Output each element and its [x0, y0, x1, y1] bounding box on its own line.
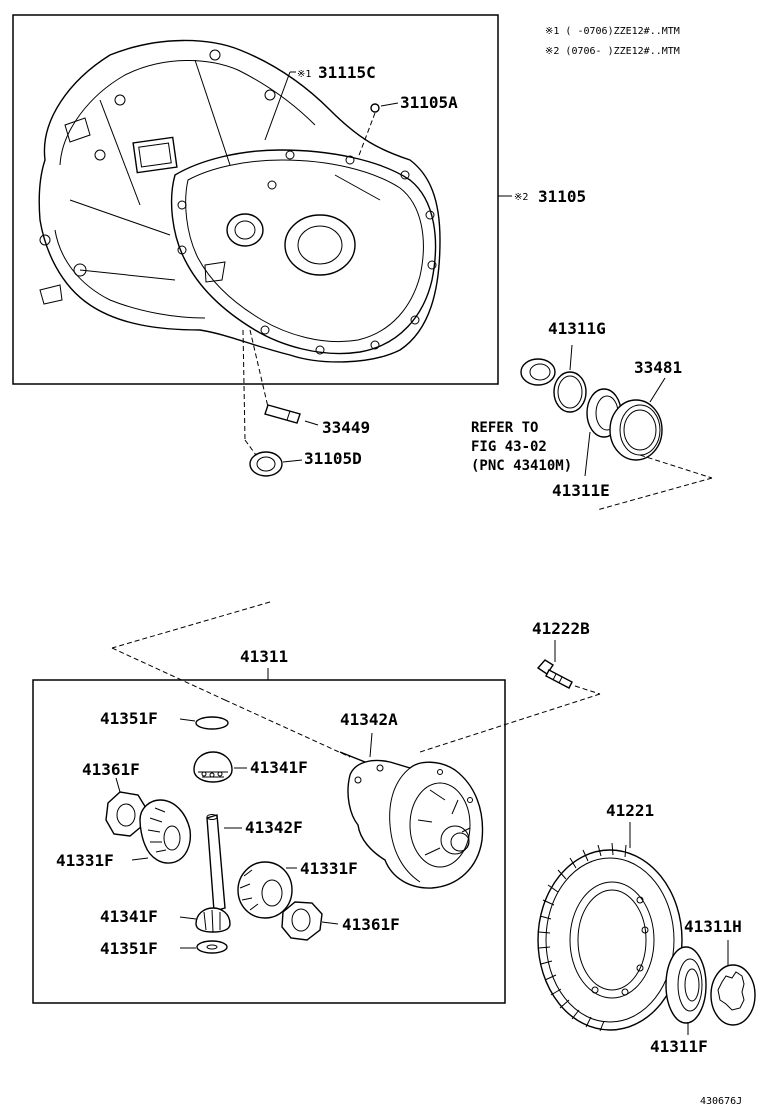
illustration-id: 430676J [700, 1096, 742, 1107]
label-41311: 41311 [240, 647, 288, 666]
seal-31105D [249, 451, 283, 477]
bearing-33481 [609, 399, 663, 461]
reference-line-3: (PNC 43410M) [471, 458, 572, 474]
label-41342F: 41342F [245, 818, 303, 837]
plate-41311F [710, 964, 756, 1026]
label-41351F-top: 41351F [100, 709, 158, 728]
ring-gear-41221 [537, 842, 683, 1032]
washer-41351F-top [195, 716, 229, 730]
label-41311H: 41311H [684, 917, 742, 936]
thrust-washer-41361F-right [281, 901, 323, 941]
label-41361F-right: 41361F [342, 915, 400, 934]
transaxle-case-illustration [38, 39, 441, 363]
mark-31115C: ※1 [297, 69, 311, 80]
plug-31105A [370, 103, 380, 113]
note-1: ※1 ( -0706)ZZE12#..MTM [545, 26, 680, 37]
shim-41311G [553, 371, 587, 413]
differential-frame [32, 679, 506, 1004]
label-31115C: 31115C [318, 63, 376, 82]
pinion-gear-41341F-top [193, 751, 233, 783]
label-41341F-top: 41341F [250, 758, 308, 777]
oil-seal [520, 358, 556, 386]
label-33449: 33449 [322, 418, 370, 437]
label-41311F: 41311F [650, 1037, 708, 1056]
label-31105D: 31105D [304, 449, 362, 468]
bearing-41311H [665, 946, 707, 1024]
label-31105: 31105 [538, 187, 586, 206]
label-41351F-bottom: 41351F [100, 939, 158, 958]
label-31105A: 31105A [400, 93, 458, 112]
label-41221: 41221 [606, 801, 654, 820]
label-41331F-left: 41331F [56, 851, 114, 870]
pinion-shaft-41342F [206, 814, 226, 912]
differential-case [347, 759, 484, 889]
pinion-gear-41341F-bottom [195, 907, 231, 933]
pin-33449 [264, 404, 301, 424]
label-41311E: 41311E [552, 481, 610, 500]
label-41342A: 41342A [340, 710, 398, 729]
label-41222B: 41222B [532, 619, 590, 638]
label-33481: 33481 [634, 358, 682, 377]
reference-line-1: REFER TO [471, 420, 538, 436]
transaxle-case-frame [12, 14, 499, 385]
reference-line-2: FIG 43-02 [471, 439, 547, 455]
note-2: ※2 (0706- )ZZE12#..MTM [545, 46, 680, 57]
label-41311G: 41311G [548, 319, 606, 338]
mark-31105: ※2 [514, 192, 528, 203]
leader-31115C [264, 71, 291, 141]
label-41331F-right: 41331F [300, 859, 358, 878]
bolt-41222B [536, 659, 573, 689]
label-41361F-left: 41361F [82, 760, 140, 779]
side-gear-41331F-right [237, 861, 293, 919]
thrust-washer-41361F-left [105, 791, 147, 837]
washer-41351F-bottom [196, 940, 228, 954]
label-41341F-bottom: 41341F [100, 907, 158, 926]
side-gear-41331F-left [139, 799, 192, 864]
